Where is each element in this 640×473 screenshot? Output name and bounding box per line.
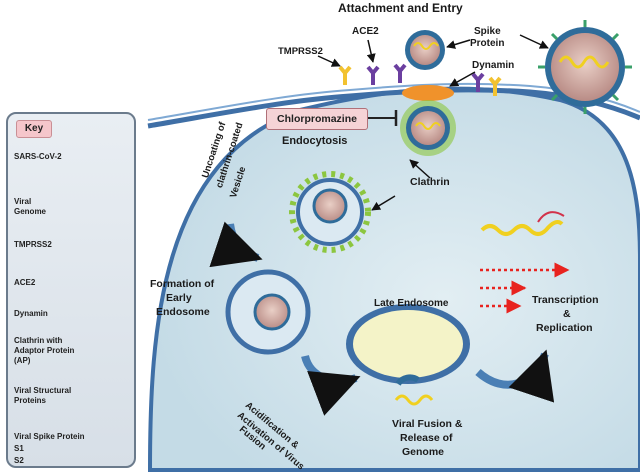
pointer-ace2 (366, 39, 376, 63)
label-fusion-line2: Release of (400, 432, 453, 444)
key-label-sars-cov-2: SARS-CoV-2 (14, 152, 62, 161)
key-label-clathrin-2: Adaptor Protein (14, 346, 75, 355)
label-fusion-line3: Genome (402, 446, 445, 458)
pointer-tmprss2 (317, 55, 341, 67)
key-panel (6, 112, 136, 468)
label-transcription-line1: Transcription (532, 294, 599, 306)
label-clathrin: Clathrin (410, 176, 450, 188)
key-label-structural-1: Viral Structural (14, 386, 72, 395)
genome-replication (480, 220, 564, 236)
released-genome (394, 394, 434, 406)
label-ace2: ACE2 (352, 26, 379, 37)
key-label-spike-2: S1 (14, 444, 24, 453)
label-fusion-line1: Viral Fusion & (392, 418, 463, 430)
pointer-vesicle (371, 195, 396, 211)
pointer-clathrin (409, 159, 431, 179)
key-label-clathrin-3: (AP) (14, 356, 31, 365)
key-label-dynamin: Dynamin (14, 309, 48, 318)
pointer-dynamin (449, 71, 476, 87)
key-label-structural-2: Proteins (14, 396, 47, 405)
label-endocytosis: Endocytosis (282, 135, 348, 147)
virus-large (538, 20, 632, 114)
arrow-transcription (475, 349, 555, 403)
arrow-uncoating (209, 221, 263, 268)
label-spike-line2: Protein (470, 38, 505, 49)
label-transcription-line2: & (563, 308, 571, 320)
early-endosome (225, 269, 311, 355)
arrow-acidification (301, 354, 361, 416)
late-endosome (346, 304, 470, 386)
receptors-membrane (338, 63, 502, 96)
virus-attachment (405, 30, 445, 70)
dynamin-ring (402, 85, 454, 101)
label-early-endosome-line2: Early (166, 292, 192, 304)
key-label-ace2: ACE2 (14, 278, 36, 287)
clathrin-vesicle (289, 171, 371, 253)
key-label-tmprss2: TMPRSS2 (14, 240, 52, 249)
key-label-genome-1: Viral (14, 197, 32, 206)
label-early-endosome-line1: Formation of (150, 278, 215, 290)
label-dynamin: Dynamin (472, 60, 515, 71)
label-transcription-line3: Replication (536, 322, 593, 334)
virus-endocytosis (400, 100, 456, 156)
label-late-endosome: Late Endosome (374, 298, 449, 309)
diagram-title: Attachment and Entry (338, 1, 463, 15)
key-label-spike-1: Viral Spike Protein (14, 432, 85, 441)
pointer-spike (446, 39, 471, 49)
pointer-large-virus (519, 34, 549, 49)
chlorpromazine-label: Chlorpromazine (266, 108, 368, 130)
cell-body (147, 86, 640, 472)
label-tmprss2: TMPRSS2 (278, 46, 323, 57)
label-spike-line1: Spike (474, 26, 501, 37)
label-early-endosome-line3: Endosome (156, 306, 210, 318)
key-title: Key (16, 120, 52, 138)
key-label-spike-3: S2 (14, 456, 24, 465)
key-label-clathrin-1: Clathrin with (14, 336, 63, 345)
key-label-genome-2: Genome (14, 207, 47, 216)
